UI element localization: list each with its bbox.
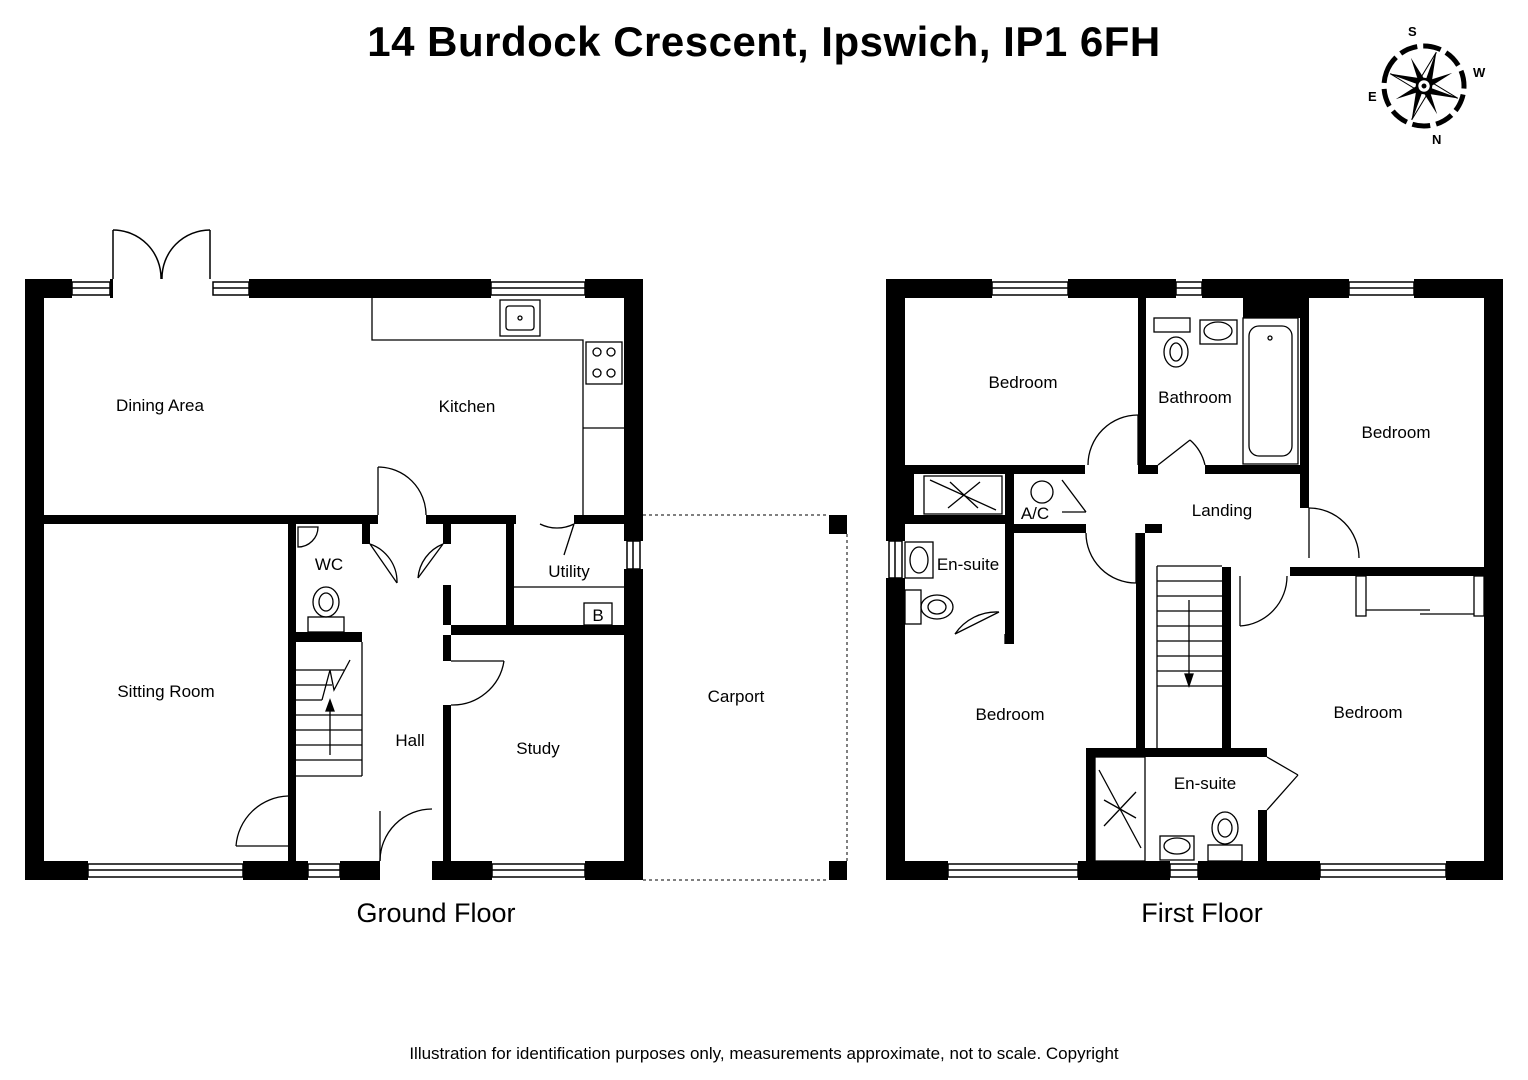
room-label-bedroom-3: Bedroom	[976, 705, 1045, 724]
first-floor-stairs	[1156, 565, 1222, 748]
ensuite-1-fittings	[904, 475, 1003, 625]
compass-label-north: N	[1432, 132, 1441, 147]
first-floor-label: First Floor	[1141, 898, 1263, 928]
room-label-sitting-room: Sitting Room	[117, 682, 214, 701]
bathroom-fittings	[1153, 317, 1299, 465]
room-label-wc: WC	[315, 555, 343, 574]
room-label-kitchen: Kitchen	[439, 397, 496, 416]
room-label-dining-area: Dining Area	[116, 396, 204, 415]
first-floor-windows	[888, 281, 1447, 878]
french-doors	[112, 229, 211, 280]
room-label-hall: Hall	[395, 731, 424, 750]
room-label-utility: Utility	[548, 562, 590, 581]
compass-label-east: E	[1368, 89, 1377, 104]
room-label-ensuite-1: En-suite	[937, 555, 999, 574]
first-floor-doors	[954, 414, 1360, 811]
ground-floor-stairs	[296, 642, 363, 777]
boiler-box	[583, 602, 613, 626]
ground-floor-windows	[71, 281, 641, 878]
room-label-bedroom-1: Bedroom	[989, 373, 1058, 392]
ground-floor-outer-walls	[25, 279, 643, 880]
room-label-bathroom: Bathroom	[1158, 388, 1232, 407]
room-label-ensuite-2: En-suite	[1174, 774, 1236, 793]
compass-label-west: W	[1473, 65, 1486, 80]
room-label-bedroom-2: Bedroom	[1362, 423, 1431, 442]
ground-floor-internal-walls	[44, 515, 624, 861]
compass-label-south: S	[1408, 24, 1417, 39]
carport-outline	[643, 514, 848, 881]
first-floor-plan: Bedroom Bathroom Bedroom A/C Landing En-…	[886, 279, 1503, 880]
room-label-ac: A/C	[1021, 504, 1049, 523]
ac-cupboard	[1030, 479, 1087, 513]
ensuite-2-fittings	[1094, 756, 1243, 862]
kitchen-units	[371, 298, 624, 515]
ground-floor-label: Ground Floor	[356, 898, 516, 928]
room-label-landing: Landing	[1192, 501, 1253, 520]
room-label-boiler: B	[592, 606, 603, 625]
wc-fittings	[297, 526, 345, 633]
room-label-bedroom-4: Bedroom	[1334, 703, 1403, 722]
utility-fittings	[514, 586, 624, 626]
room-label-study: Study	[516, 739, 560, 758]
room-label-carport: Carport	[708, 687, 765, 706]
disclaimer-text: Illustration for identification purposes…	[409, 1044, 1119, 1063]
ground-floor-doors	[235, 466, 575, 862]
compass-rose-icon	[1381, 43, 1467, 129]
page-title: 14 Burdock Crescent, Ipswich, IP1 6FH	[367, 18, 1161, 65]
wardrobe	[1355, 575, 1485, 617]
ground-floor-plan: Dining Area Kitchen WC Utility B Sitting…	[25, 229, 848, 881]
first-floor-internal-walls	[905, 298, 1484, 861]
first-floor-outer-walls	[886, 279, 1503, 880]
